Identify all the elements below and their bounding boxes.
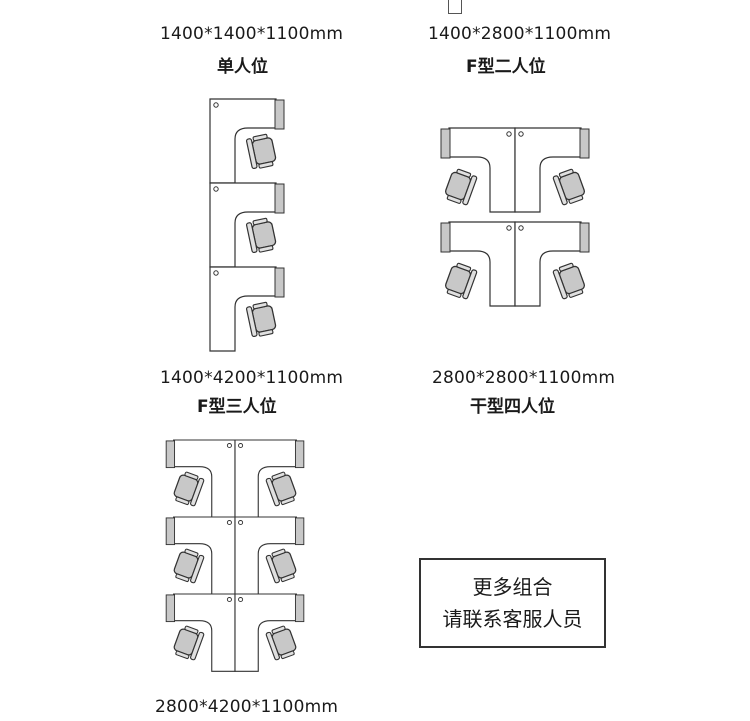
contact-line-1: 更多组合 <box>472 575 553 599</box>
floor-plan-three-person <box>209 98 285 352</box>
layout-dimension-5: 2800*4200*1100mm <box>155 697 339 717</box>
layout-dimension-3: 1400*4200*1100mm <box>160 368 344 388</box>
chair-5 <box>171 623 206 662</box>
layout-dimension-2: 1400*2800*1100mm <box>428 24 612 44</box>
chair-2 <box>245 216 278 255</box>
floor-plan-four-person <box>440 127 590 307</box>
contact-box: 更多组合 请联系客服人员 <box>419 558 606 648</box>
chair-3 <box>442 260 479 301</box>
chair-4 <box>264 546 299 585</box>
chair-1 <box>171 469 206 508</box>
chair-2 <box>264 469 299 508</box>
chair-4 <box>551 260 588 301</box>
layout-dimension-4: 2800*2800*1100mm <box>432 368 616 388</box>
chair-2 <box>551 166 588 207</box>
floor-plan-six-person <box>165 439 305 672</box>
cropped-plan-edge <box>448 0 462 14</box>
layout-dimension-1: 1400*1400*1100mm <box>160 24 344 44</box>
chair-3 <box>171 546 206 585</box>
contact-line-2: 请联系客服人员 <box>442 607 583 631</box>
chair-1 <box>245 132 278 171</box>
layout-name-2: F型二人位 <box>466 57 546 77</box>
layout-name-3: F型三人位 <box>197 397 277 417</box>
layout-name-4: 干型四人位 <box>470 397 555 417</box>
chair-3 <box>245 300 278 339</box>
chair-6 <box>264 623 299 662</box>
layout-name-1: 单人位 <box>217 57 268 77</box>
chair-1 <box>442 166 479 207</box>
